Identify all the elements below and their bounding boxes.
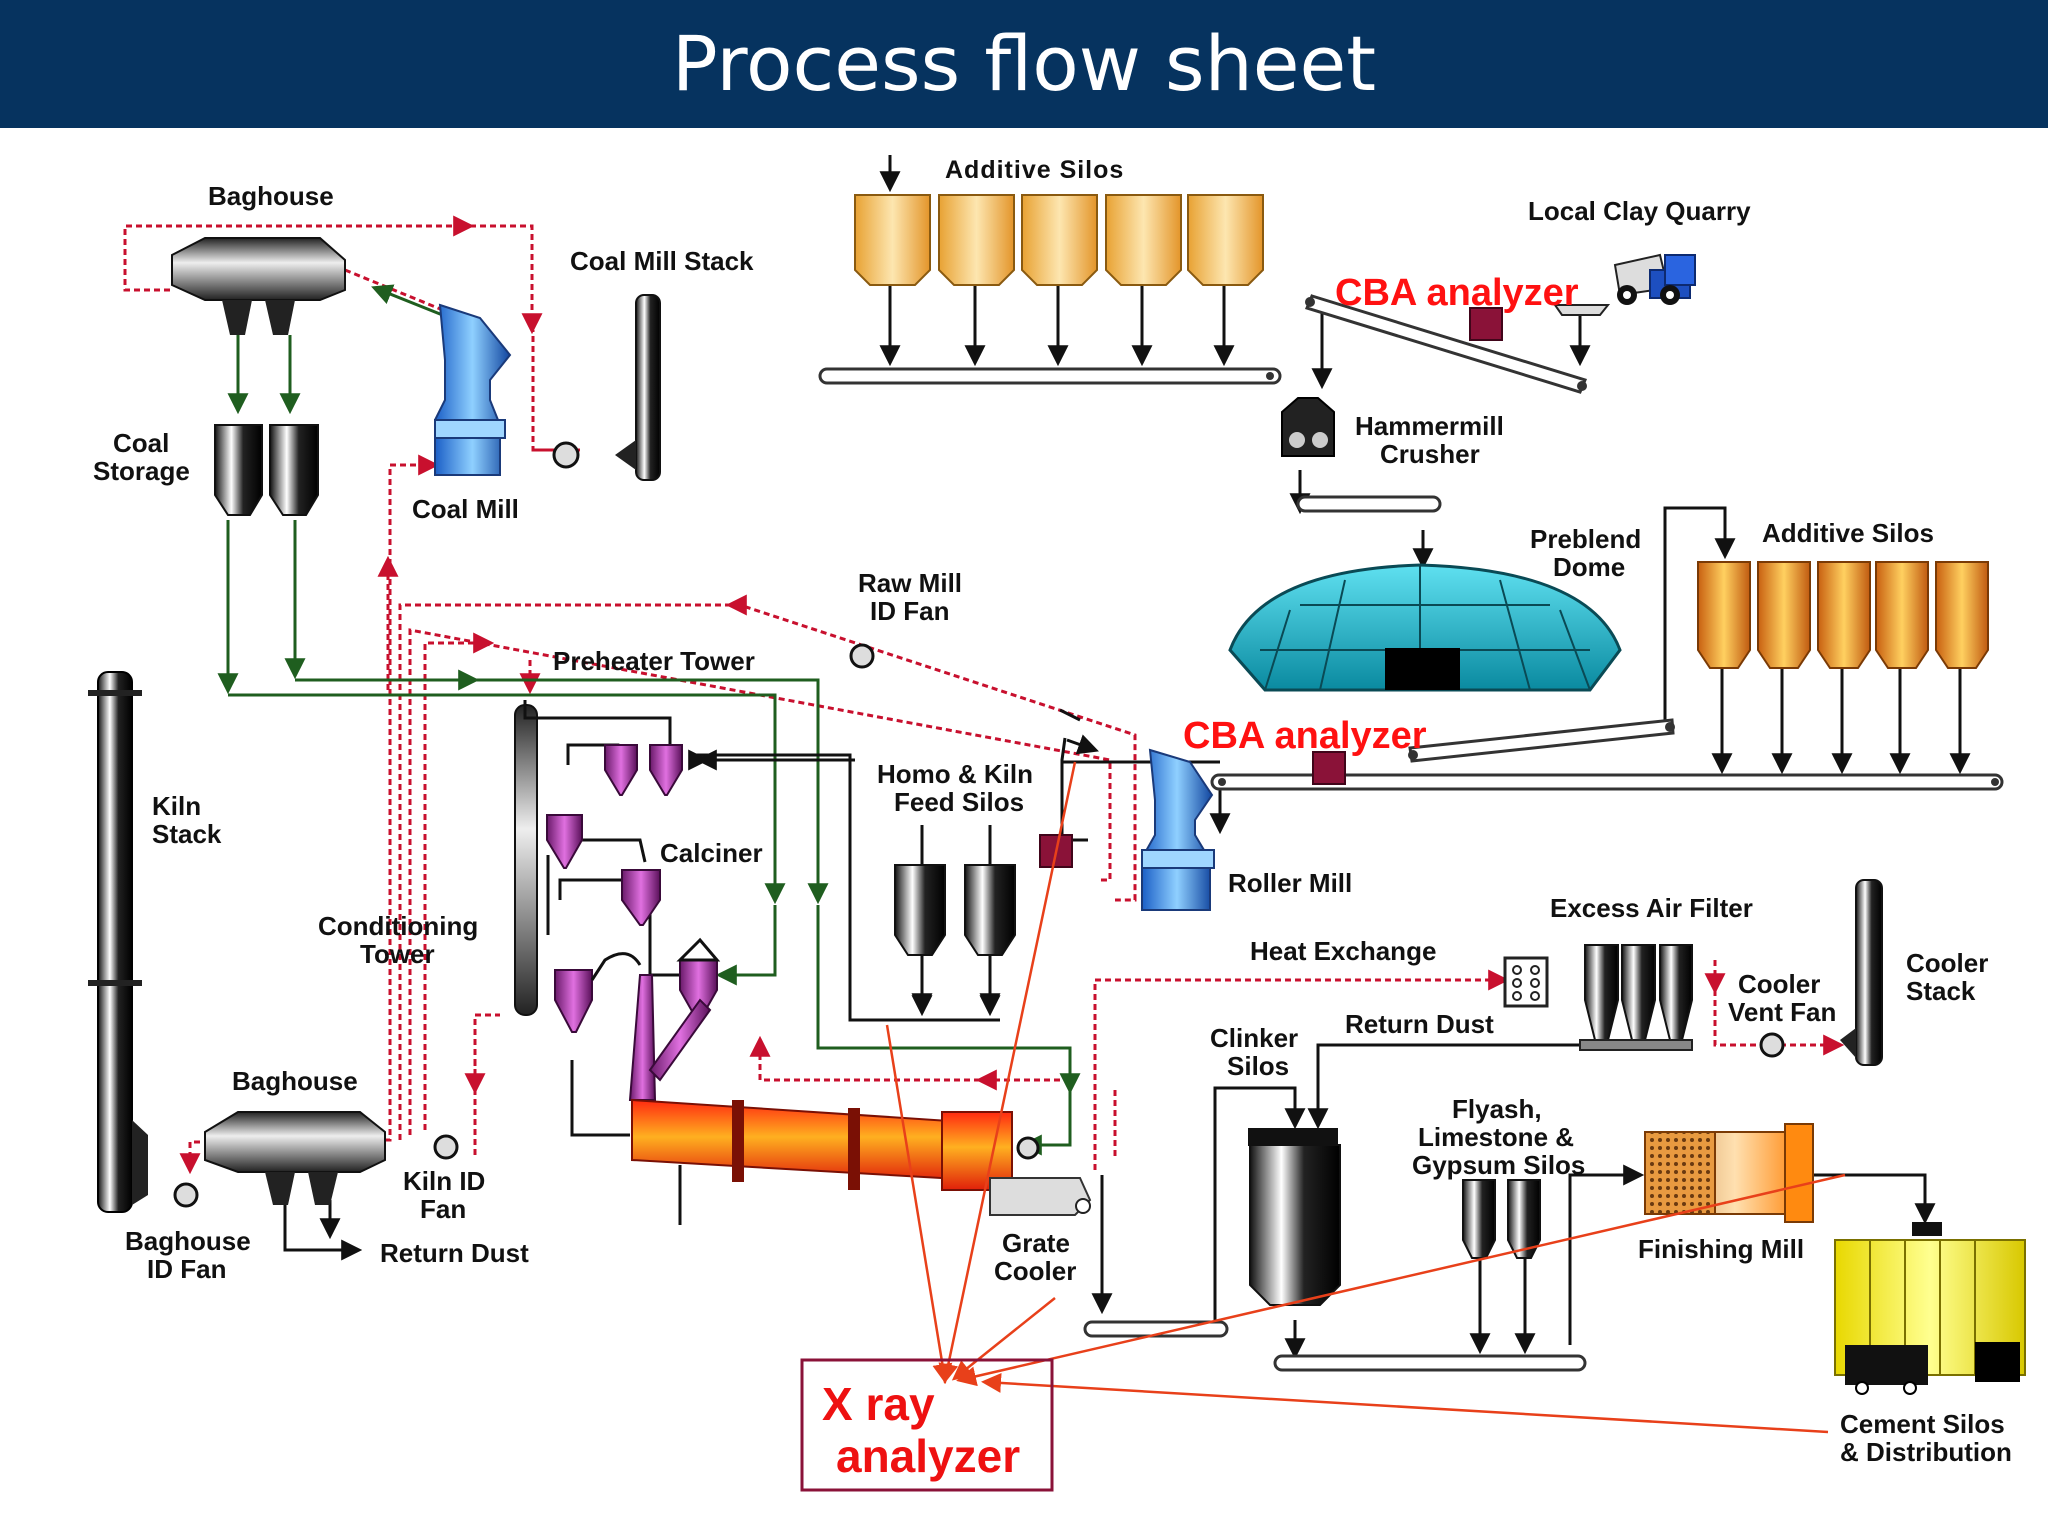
additive-silos-top <box>854 194 1264 286</box>
label-preblend-1: Preblend <box>1530 524 1641 554</box>
label-clinker-2: Silos <box>1227 1051 1289 1081</box>
label-coal-mill: Coal Mill <box>412 494 519 524</box>
coal-storage-silos <box>214 424 319 516</box>
gas-flow-lines <box>123 215 1845 1175</box>
grate-cooler <box>989 1177 1092 1216</box>
xray-analyzer-label-1: X ray <box>822 1378 935 1430</box>
label-homo-kiln-2: Feed Silos <box>894 787 1024 817</box>
xray-sample-lines <box>885 761 1846 1434</box>
excess-air-filter <box>1503 944 1693 1051</box>
label-baghouse-top: Baghouse <box>208 181 334 211</box>
baghouse-top <box>171 237 346 335</box>
additive-silos-right <box>1697 561 1989 669</box>
label-raw-mill-1: Raw Mill <box>858 568 962 598</box>
label-coal-storage-1: Coal <box>113 428 169 458</box>
label-grate-1: Grate <box>1002 1228 1070 1258</box>
label-additive-silos-right: Additive Silos <box>1762 518 1934 548</box>
label-conditioning-2: Tower <box>360 939 435 969</box>
label-flyash-3: Gypsum Silos <box>1412 1150 1585 1180</box>
label-heat-exchange: Heat Exchange <box>1250 936 1436 966</box>
label-flyash-2: Limestone & <box>1418 1122 1574 1152</box>
label-flyash-1: Flyash, <box>1452 1094 1542 1124</box>
label-kiln-id-1: Kiln ID <box>403 1166 485 1196</box>
coal-mill <box>434 303 512 476</box>
kiln-id-fan-icon <box>433 1134 459 1160</box>
flyash-silos <box>1462 1179 1541 1259</box>
baghouse-bottom <box>204 643 875 1205</box>
label-kiln-id-2: Fan <box>420 1194 466 1224</box>
label-cement-1: Cement Silos <box>1840 1409 2005 1439</box>
roller-mill <box>1141 748 1215 911</box>
cement-truck-icon <box>1845 1345 1928 1385</box>
label-cooler-stack-2: Stack <box>1906 976 1976 1006</box>
cement-silos <box>1834 1222 2026 1395</box>
page-title: Process flow sheet <box>671 19 1377 108</box>
cba-analyzer-top-label: CBA analyzer <box>1335 272 1579 314</box>
kiln-stack <box>88 671 199 1213</box>
label-grate-2: Cooler <box>994 1256 1076 1286</box>
label-conditioning-1: Conditioning <box>318 911 478 941</box>
label-excess-air-filter: Excess Air Filter <box>1550 893 1753 923</box>
label-baghouse-bottom: Baghouse <box>232 1066 358 1096</box>
label-cooler-vent-2: Vent Fan <box>1728 997 1836 1027</box>
clinker-silos <box>1248 1128 1341 1306</box>
belt-additive-top <box>818 367 1282 385</box>
label-cement-2: & Distribution <box>1840 1437 2012 1467</box>
label-kiln-stack-1: Kiln <box>152 791 201 821</box>
label-local-clay-quarry: Local Clay Quarry <box>1528 196 1751 226</box>
material-flow-lines <box>217 284 1081 1156</box>
coal-mill-fan-icon <box>552 441 580 469</box>
label-preblend-2: Dome <box>1553 552 1625 582</box>
label-baghouse-id-2: ID Fan <box>147 1254 226 1284</box>
cba-analyzer-middle-marker <box>1312 751 1346 785</box>
label-coal-mill-stack: Coal Mill Stack <box>570 246 754 276</box>
labels: Baghouse Coal Mill Stack Coal Storage Co… <box>93 156 2012 1467</box>
baghouse-id-fan-icon <box>173 1182 199 1208</box>
preheater-tower <box>514 700 721 1101</box>
belt-right <box>1210 773 2004 791</box>
cba-analyzer-middle-label: CBA analyzer <box>1183 715 1427 757</box>
label-cooler-stack-1: Cooler <box>1906 948 1988 978</box>
finishing-mill <box>1644 1123 1814 1223</box>
label-preheater-tower: Preheater Tower <box>553 646 755 676</box>
raw-mill-id-fan-icon <box>849 643 875 669</box>
label-kiln-stack-2: Stack <box>152 819 222 849</box>
label-return-dust-left: Return Dust <box>380 1238 529 1268</box>
label-cooler-vent-1: Cooler <box>1738 969 1820 999</box>
belt-crusher <box>1296 495 1442 513</box>
label-raw-mill-2: ID Fan <box>870 596 949 626</box>
hammermill-crusher <box>1281 397 1335 457</box>
xray-analyzer-box <box>800 1358 1054 1492</box>
label-hammermill-1: Hammermill <box>1355 411 1504 441</box>
label-additive-silos-top: Additive Silos <box>945 156 1124 184</box>
belt-preblend <box>1408 718 1675 763</box>
label-roller-mill: Roller Mill <box>1228 868 1352 898</box>
cooler-vent-fan-icon <box>1759 1032 1785 1058</box>
coal-mill-stack <box>552 294 661 481</box>
label-coal-storage-2: Storage <box>93 456 190 486</box>
analyzer-markers <box>1039 307 1503 868</box>
label-hammermill-2: Crusher <box>1380 439 1480 469</box>
label-return-dust-right: Return Dust <box>1345 1009 1494 1039</box>
cooler-stack <box>1759 879 1883 1066</box>
label-homo-kiln-1: Homo & Kiln <box>877 759 1033 789</box>
cba-analyzer-top-marker <box>1469 307 1503 341</box>
analyzer-labels: CBA analyzer CBA analyzer X ray analyzer <box>822 272 1579 1482</box>
preblend-dome <box>1228 563 1622 692</box>
label-clinker-1: Clinker <box>1210 1023 1298 1053</box>
label-finishing-mill: Finishing Mill <box>1638 1234 1804 1264</box>
belt-bottom <box>1273 1354 1587 1372</box>
rotary-kiln <box>631 1098 1040 1191</box>
homo-kiln-feed-silos <box>894 864 1016 1017</box>
xray-analyzer-label-2: analyzer <box>836 1430 1020 1482</box>
quarry-truck-icon <box>1553 253 1696 316</box>
label-calciner: Calciner <box>660 838 763 868</box>
conveyors <box>818 294 2004 1372</box>
title-bar <box>0 0 2048 128</box>
label-baghouse-id-1: Baghouse <box>125 1226 251 1256</box>
